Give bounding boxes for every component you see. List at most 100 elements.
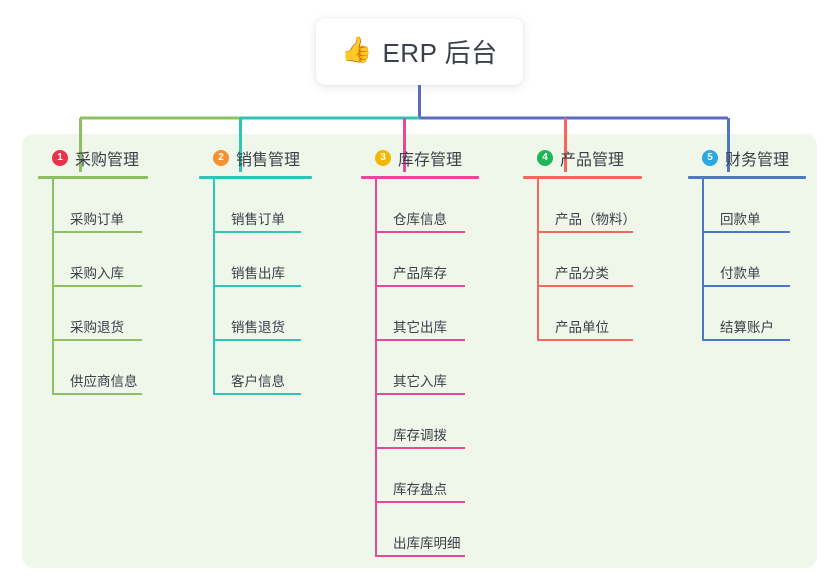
branch-items: 仓库信息产品库存其它出库其它入库库存调拨库存盘点出库库明细 <box>375 179 479 557</box>
branch-item-underline <box>213 231 301 233</box>
branch-item-underline <box>537 339 633 341</box>
branch-number-badge: 2 <box>213 150 229 166</box>
branch-item-label: 付款单 <box>720 266 761 281</box>
branch-item-label: 其它入库 <box>393 374 447 389</box>
branch-title: 产品管理 <box>560 152 625 169</box>
branch-item-underline <box>52 285 142 287</box>
branch-item-label: 仓库信息 <box>393 212 447 227</box>
branch-5[interactable]: 5 财务管理回款单付款单结算账户 <box>688 146 806 341</box>
branch-item[interactable]: 采购订单 <box>52 179 148 233</box>
branch-item[interactable]: 库存盘点 <box>375 449 479 503</box>
branch-item-underline <box>702 285 790 287</box>
branch-item[interactable]: 供应商信息 <box>52 341 148 395</box>
branch-item[interactable]: 产品库存 <box>375 233 479 287</box>
branch-item-label: 产品（物料） <box>555 212 636 227</box>
branch-item-label: 客户信息 <box>231 374 285 389</box>
branch-item[interactable]: 库存调拨 <box>375 395 479 449</box>
branch-item-underline <box>537 231 633 233</box>
branch-item-underline <box>52 393 142 395</box>
branch-header-3[interactable]: 3 库存管理 <box>361 146 479 170</box>
branch-item[interactable]: 回款单 <box>702 179 806 233</box>
branch-item-underline <box>375 339 465 341</box>
branch-item-underline <box>702 339 790 341</box>
branch-item-label: 库存调拨 <box>393 428 447 443</box>
branch-number-badge: 5 <box>702 150 718 166</box>
branch-item-label: 回款单 <box>720 212 761 227</box>
branch-item-underline <box>375 447 465 449</box>
branch-spine <box>537 179 539 341</box>
branch-underline <box>38 176 148 179</box>
branch-title: 销售管理 <box>236 152 301 169</box>
branch-item-underline <box>213 393 301 395</box>
branch-1[interactable]: 1 采购管理采购订单采购入库采购退货供应商信息 <box>38 146 148 395</box>
root-title: ERP 后台 <box>382 38 498 68</box>
branch-items: 销售订单销售出库销售退货客户信息 <box>213 179 312 395</box>
branch-item-underline <box>375 393 465 395</box>
thumbs-up-icon: 👍 <box>341 36 373 64</box>
branch-item-label: 采购退货 <box>70 320 124 335</box>
branch-2[interactable]: 2 销售管理销售订单销售出库销售退货客户信息 <box>199 146 312 395</box>
branch-header-2[interactable]: 2 销售管理 <box>199 146 312 170</box>
root-node[interactable]: 👍 ERP 后台 <box>316 18 523 85</box>
branch-item-underline <box>375 555 465 557</box>
branch-item-label: 产品库存 <box>393 266 447 281</box>
branch-item[interactable]: 产品分类 <box>537 233 642 287</box>
branch-item-underline <box>375 231 465 233</box>
branch-item-label: 采购订单 <box>70 212 124 227</box>
branch-item-underline <box>375 501 465 503</box>
branch-item-label: 库存盘点 <box>393 482 447 497</box>
branch-header-5[interactable]: 5 财务管理 <box>688 146 806 170</box>
branch-underline <box>523 176 642 179</box>
branch-item-label: 采购入库 <box>70 266 124 281</box>
branch-item[interactable]: 客户信息 <box>213 341 312 395</box>
branch-item-underline <box>52 231 142 233</box>
branch-item-underline <box>375 285 465 287</box>
branch-title: 库存管理 <box>398 152 463 169</box>
branch-item[interactable]: 仓库信息 <box>375 179 479 233</box>
branch-item[interactable]: 销售订单 <box>213 179 312 233</box>
branch-item[interactable]: 产品单位 <box>537 287 642 341</box>
branch-item-underline <box>52 339 142 341</box>
branch-item[interactable]: 付款单 <box>702 233 806 287</box>
branch-item[interactable]: 采购入库 <box>52 233 148 287</box>
branch-item-underline <box>537 285 633 287</box>
branch-item[interactable]: 其它出库 <box>375 287 479 341</box>
branch-item[interactable]: 出库库明细 <box>375 503 479 557</box>
branch-item-label: 销售出库 <box>231 266 285 281</box>
branch-header-1[interactable]: 1 采购管理 <box>38 146 148 170</box>
branch-3[interactable]: 3 库存管理仓库信息产品库存其它出库其它入库库存调拨库存盘点出库库明细 <box>361 146 479 557</box>
branch-items: 产品（物料） 产品分类产品单位 <box>537 179 642 341</box>
branch-spine <box>213 179 215 395</box>
branch-number-badge: 3 <box>375 150 391 166</box>
branch-number-badge: 4 <box>537 150 553 166</box>
branch-item[interactable]: 结算账户 <box>702 287 806 341</box>
branch-item[interactable]: 其它入库 <box>375 341 479 395</box>
branch-item-underline <box>213 339 301 341</box>
branch-number-badge: 1 <box>52 150 68 166</box>
branch-item-label: 产品分类 <box>555 266 609 281</box>
branch-item-label: 销售订单 <box>231 212 285 227</box>
branch-item[interactable]: 产品（物料） <box>537 179 642 233</box>
branch-item-label: 出库库明细 <box>393 536 461 551</box>
branch-item[interactable]: 采购退货 <box>52 287 148 341</box>
branch-underline <box>199 176 312 179</box>
branch-item[interactable]: 销售出库 <box>213 233 312 287</box>
branch-spine <box>52 179 54 395</box>
branch-item-underline <box>702 231 790 233</box>
branch-header-4[interactable]: 4 产品管理 <box>523 146 642 170</box>
branch-item-label: 销售退货 <box>231 320 285 335</box>
branch-item-underline <box>213 285 301 287</box>
diagram-panel <box>22 134 817 568</box>
branch-underline <box>361 176 479 179</box>
branch-spine <box>702 179 704 341</box>
branch-item-label: 供应商信息 <box>70 374 138 389</box>
branch-4[interactable]: 4 产品管理产品（物料） 产品分类产品单位 <box>523 146 642 341</box>
branch-item-label: 结算账户 <box>720 320 774 335</box>
branch-title: 财务管理 <box>725 152 790 169</box>
branch-item-label: 产品单位 <box>555 320 609 335</box>
branch-underline <box>688 176 806 179</box>
branch-item-label: 其它出库 <box>393 320 447 335</box>
branch-items: 采购订单采购入库采购退货供应商信息 <box>52 179 148 395</box>
branch-title: 采购管理 <box>75 152 140 169</box>
branch-item[interactable]: 销售退货 <box>213 287 312 341</box>
